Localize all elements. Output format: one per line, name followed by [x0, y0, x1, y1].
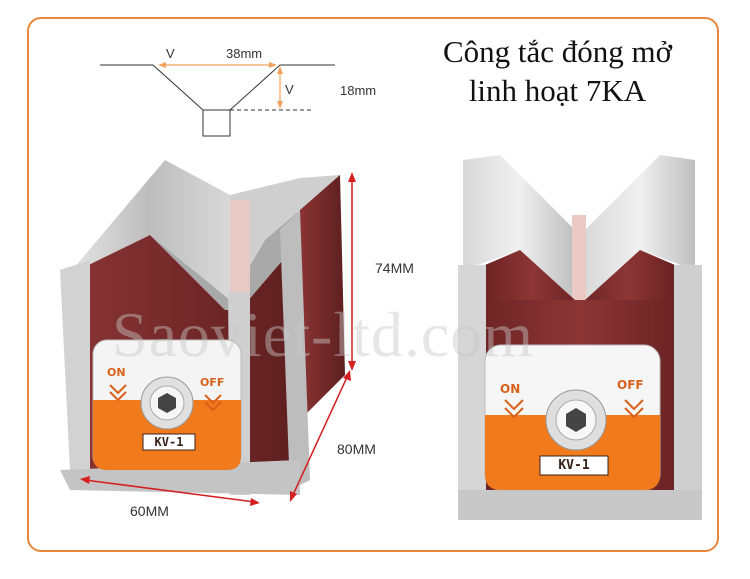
v-label-left: V [166, 46, 175, 61]
page-title: Công tắc đóng mở linh hoạt 7KA [442, 34, 673, 108]
depth-dimension-label: 80MM [337, 441, 376, 457]
v-label-right: V [285, 82, 294, 97]
width-38mm-label: 38mm [226, 46, 263, 61]
right-on-label: ON [500, 382, 521, 396]
left-model-label: KV-1 [154, 435, 184, 449]
right-off-label: OFF [617, 378, 644, 392]
left-off-label: OFF [200, 376, 225, 389]
content-frame [27, 17, 719, 552]
left-on-label: ON [107, 366, 126, 379]
width-dimension-label: 60MM [130, 503, 169, 519]
height-dimension-label: 74MM [375, 260, 414, 276]
right-model-label: KV-1 [558, 458, 590, 473]
depth-18mm-label: 18mm [340, 83, 377, 98]
